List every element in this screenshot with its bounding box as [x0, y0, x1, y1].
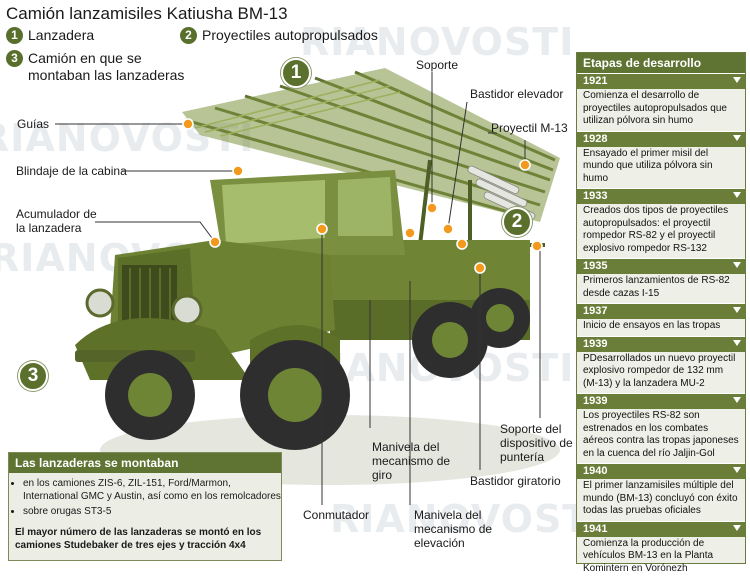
- list-item: en los camiones ZIS-6, ZIL-151, Ford/Mar…: [23, 478, 281, 503]
- timeline-item: 1921 Comienza el desarrollo de proyectil…: [577, 73, 745, 131]
- timeline-year: 1937: [577, 303, 745, 319]
- timeline-text: El primer lanzamisiles múltiple del mund…: [577, 479, 745, 521]
- timeline-item: 1933 Creados dos tipos de proyectiles au…: [577, 188, 745, 258]
- label-acumulador: Acumulador de la lanzadera: [16, 207, 106, 235]
- wheel: [240, 340, 350, 450]
- timeline-year: 1921: [577, 73, 745, 89]
- timeline-item: 1928 Ensayado el primer misil del mundo …: [577, 131, 745, 189]
- timeline-text: Creados dos tipos de proyectiles autopro…: [577, 204, 745, 258]
- timeline-year: 1928: [577, 131, 745, 147]
- list-item: sobre orugas ST3-5: [23, 506, 281, 519]
- label-soporte: Soporte: [416, 58, 458, 72]
- label-bastidor-giratorio: Bastidor giratorio: [470, 474, 561, 488]
- headlight: [87, 290, 113, 316]
- timeline-text: Comienza la producción de vehículos BM-1…: [577, 537, 745, 578]
- timeline-year: 1933: [577, 188, 745, 204]
- timeline-item: 1941 Comienza la producción de vehículos…: [577, 521, 745, 578]
- label-blindaje-cabina: Blindaje de la cabina: [16, 164, 127, 178]
- label-manivela-giro: Manivela del mecanismo de giro: [372, 440, 464, 482]
- timeline-text: PDesarrollados un nuevo proyectil explos…: [577, 352, 745, 394]
- timeline-year: 1939: [577, 336, 745, 352]
- label-proyectil: Proyectil M-13: [491, 121, 568, 135]
- timeline-text: Ensayado el primer misil del mundo que u…: [577, 147, 745, 189]
- wheel: [470, 288, 530, 348]
- marker-3: 3: [18, 361, 48, 391]
- timeline-item: 1935 Primeros lanzamientos de RS-82 desd…: [577, 258, 745, 303]
- label-bastidor-elevador: Bastidor elevador: [470, 87, 563, 101]
- timeline-year: 1935: [577, 258, 745, 274]
- timeline-text: Inicio de ensayos en las tropas: [577, 319, 745, 336]
- label-guias: Guías: [17, 117, 49, 131]
- timeline-year: 1941: [577, 521, 745, 537]
- timeline-text: Comienza el desarrollo de proyectiles au…: [577, 89, 745, 131]
- timeline-heading: Etapas de desarrollo: [577, 53, 745, 73]
- label-soporte-dispositivo: Soporte del dispositivo de puntería: [500, 422, 580, 464]
- mounts-note: El mayor número de las lanzaderas se mon…: [9, 522, 281, 552]
- timeline-year: 1940: [577, 463, 745, 479]
- timeline-item: 1939 Los proyectiles RS-82 son estrenado…: [577, 393, 745, 463]
- marker-1: 1: [281, 58, 311, 88]
- timeline-text: Primeros lanzamientos de RS-82 desde caz…: [577, 274, 745, 303]
- timeline-item: 1939 PDesarrollados un nuevo proyectil e…: [577, 336, 745, 394]
- mounts-heading: Las lanzaderas se montaban: [9, 453, 281, 473]
- timeline-year: 1939: [577, 393, 745, 409]
- timeline-text: Los proyectiles RS-82 son estrenados en …: [577, 409, 745, 463]
- label-conmutador: Conmutador: [303, 508, 369, 522]
- wheel: [105, 350, 195, 440]
- timeline-panel: Etapas de desarrollo 1921 Comienza el de…: [576, 52, 746, 564]
- timeline-item: 1940 El primer lanzamisiles múltiple del…: [577, 463, 745, 521]
- timeline-item: 1937 Inicio de ensayos en las tropas: [577, 303, 745, 336]
- mounts-list: en los camiones ZIS-6, ZIL-151, Ford/Mar…: [9, 478, 281, 519]
- mounts-panel: Las lanzaderas se montaban en los camion…: [8, 452, 282, 561]
- label-manivela-elevacion: Manivela del mecanismo de elevación: [414, 508, 514, 550]
- marker-2: 2: [502, 207, 532, 237]
- headlight: [173, 296, 201, 324]
